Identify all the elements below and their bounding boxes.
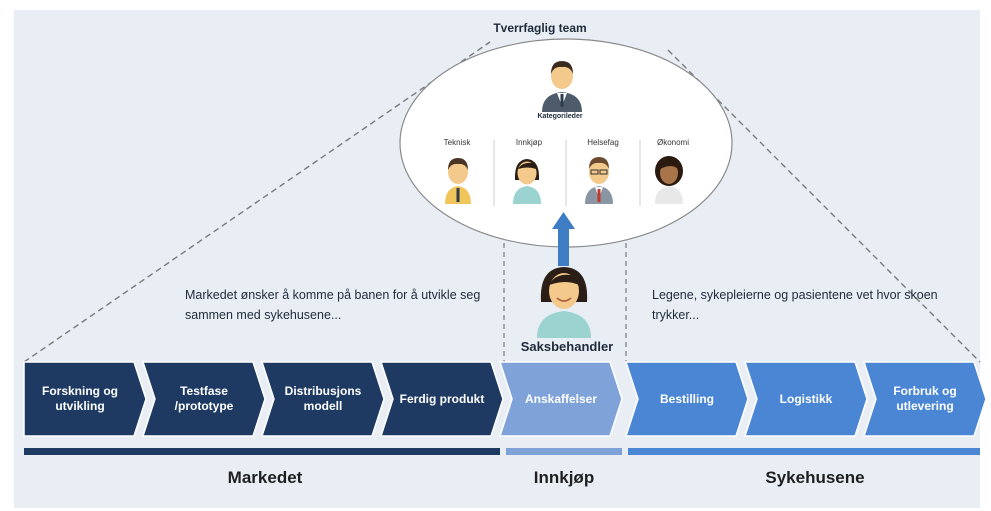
group-label-procurement: Innkjøp (533, 468, 595, 487)
process-step-label: Testfase /prototype (174, 384, 234, 413)
process-step-label: Logistikk (779, 391, 833, 406)
process-step-shape (743, 361, 868, 437)
economy-member-avatar (655, 156, 683, 204)
category-lead-label: Kategorileder (537, 113, 583, 120)
process-step-shape (862, 361, 987, 437)
member-label-okonomi: Økonomi (656, 138, 689, 147)
procurement-bar (506, 448, 622, 455)
process-step-label: Forskning og utvikling (42, 384, 118, 413)
process-step-label: Anskaffelser (524, 391, 598, 406)
left-dashed-line (23, 41, 491, 363)
hospital-bar (628, 448, 980, 455)
group-label-market: Markedet (227, 468, 303, 487)
process-step-shape (23, 361, 147, 437)
process-step-shape (379, 361, 504, 437)
process-step-label: Ferdig produkt (399, 391, 485, 406)
member-label-teknisk: Teknisk (443, 138, 471, 147)
procurement-member-avatar (513, 159, 541, 204)
caseworker-avatar (537, 267, 591, 338)
process-step-shape (260, 361, 385, 437)
market-description: Markedet ønsker å komme på banen for å u… (185, 288, 481, 322)
hospital-description: Legene, sykepleierne og pasientene vet h… (652, 288, 938, 322)
process-step-label: Distribusjons modell (284, 384, 362, 413)
process-chain (23, 361, 987, 437)
process-step-label: Bestilling (659, 391, 714, 406)
category-lead-avatar (542, 61, 582, 112)
caseworker-label: Saksbehandler (520, 339, 614, 354)
process-step-shape (624, 361, 749, 437)
member-label-helsefag: Helsefag (587, 138, 619, 147)
technical-member-avatar (445, 158, 471, 204)
group-label-hospital: Sykehusene (765, 468, 865, 487)
process-step-shape (141, 361, 266, 437)
team-title: Tverrfaglig team (493, 21, 587, 35)
member-label-innkjop: Innkjøp (515, 138, 543, 147)
health-member-avatar (585, 157, 613, 204)
up-arrow-icon (552, 212, 575, 266)
process-step-label: Forbruk og utlevering (893, 384, 957, 413)
process-step-shape (498, 361, 623, 437)
market-bar (24, 448, 500, 455)
right-dashed-line (667, 49, 981, 363)
